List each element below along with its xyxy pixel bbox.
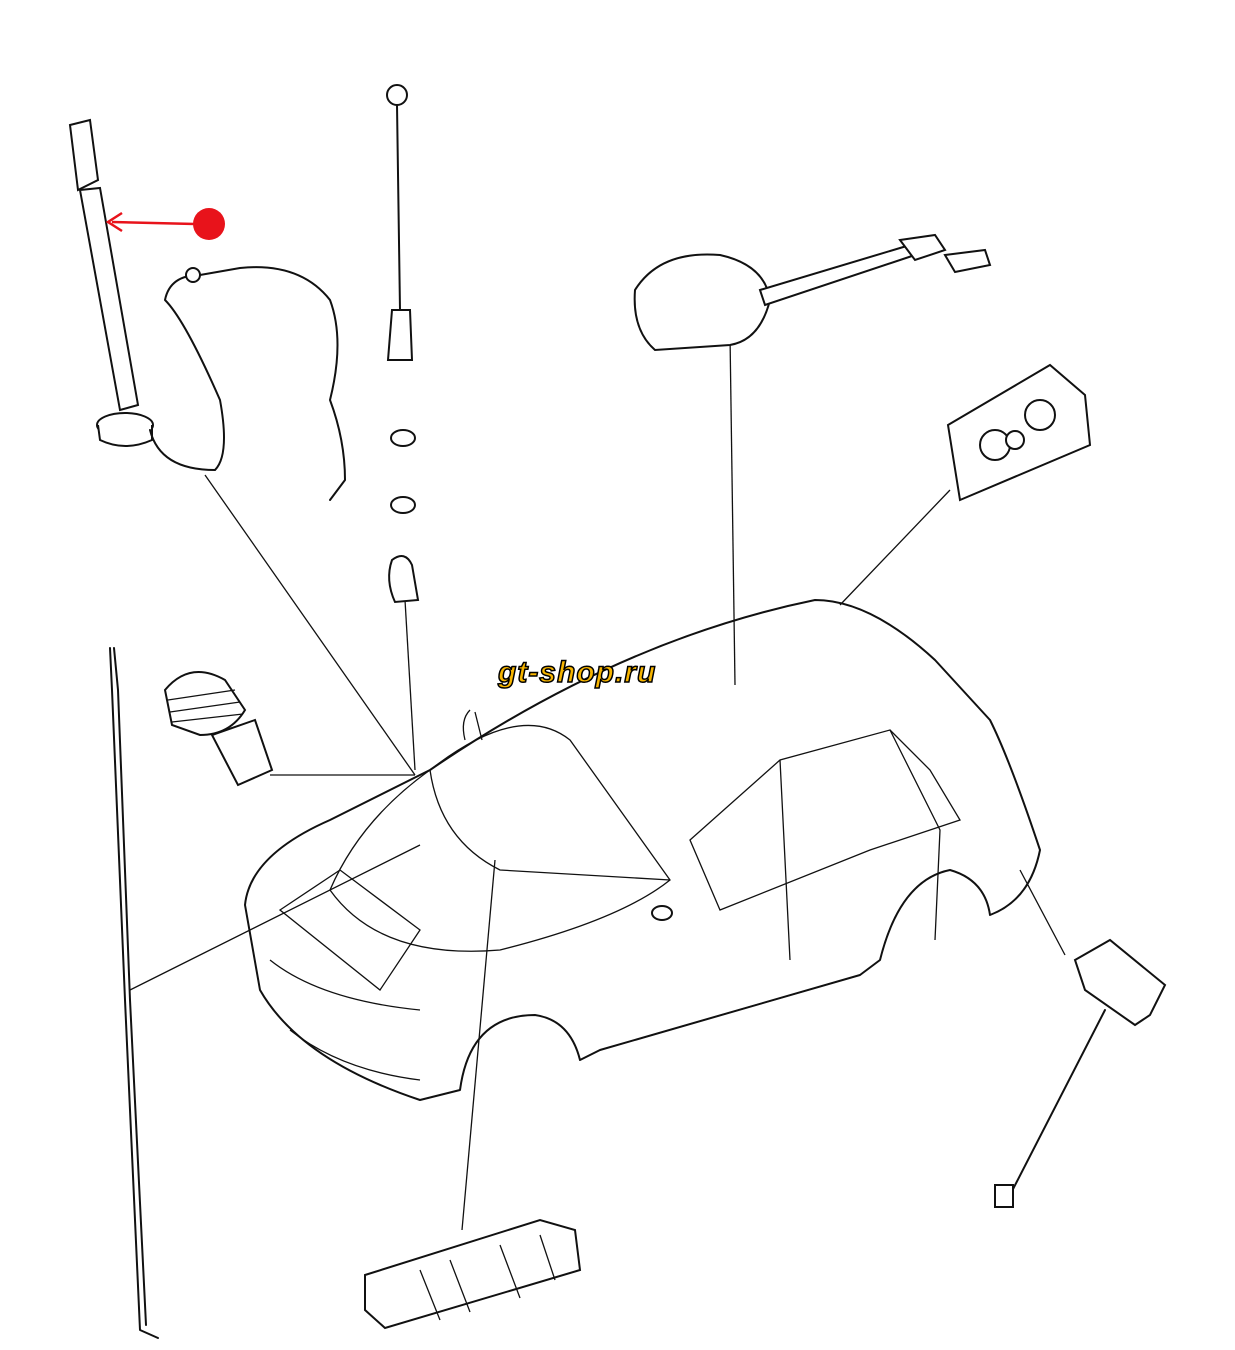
- leader-lines: [129, 334, 1066, 1231]
- rubber-boot[interactable]: [163, 671, 274, 787]
- shark-fin-antenna[interactable]: [633, 233, 992, 352]
- watermark-text: gt-shop.ru: [497, 655, 657, 690]
- antenna-cable: [149, 266, 346, 501]
- red-dot-marker: [193, 208, 225, 240]
- watermark-logo: gt-shop.ru: [497, 655, 657, 690]
- instrument-module[interactable]: [946, 363, 1092, 502]
- rod-antenna[interactable]: [386, 84, 420, 604]
- ground-plate-antenna[interactable]: [994, 938, 1167, 1208]
- receiver-module[interactable]: [364, 1218, 582, 1330]
- highlight-indicator: [105, 208, 225, 240]
- long-rod[interactable]: [109, 647, 159, 1339]
- antenna-mast[interactable]: [68, 118, 154, 447]
- vehicle-body: [244, 599, 1041, 1101]
